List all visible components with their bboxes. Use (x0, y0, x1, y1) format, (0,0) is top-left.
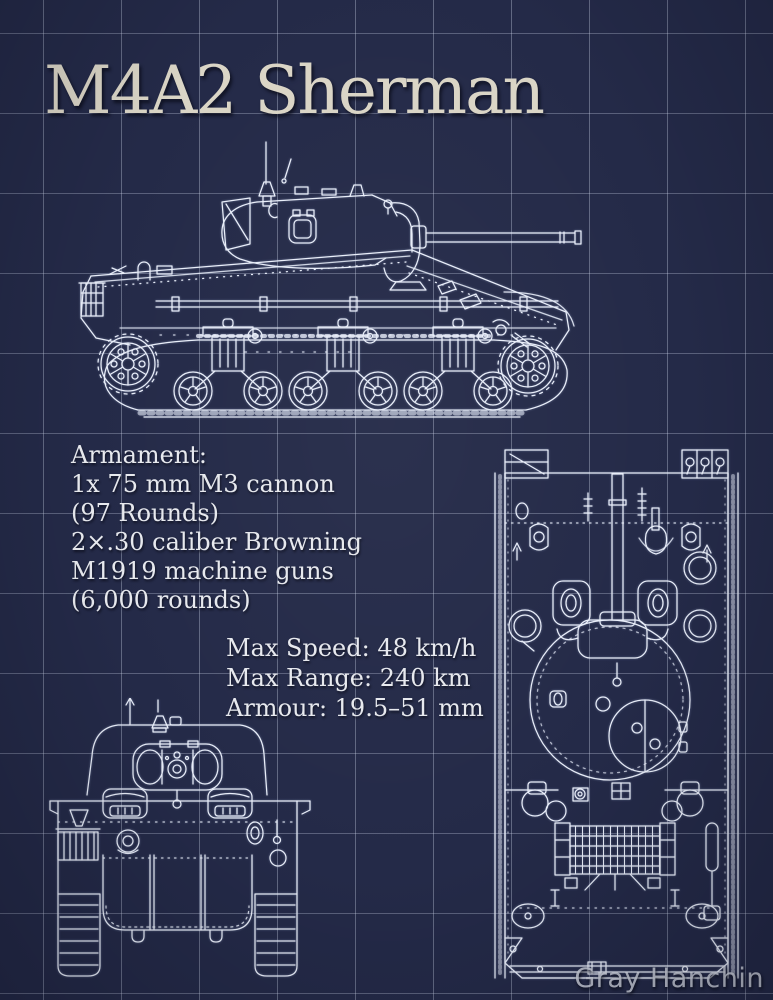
top-gun (583, 473, 647, 621)
front-view-ink (49, 698, 311, 977)
page-title: M4A2 Sherman (44, 52, 545, 129)
armament-line: M1919 machine guns (71, 557, 334, 585)
side-turret (221, 184, 398, 269)
performance-specs: Max Speed: 48 km/h Max Range: 240 km Arm… (226, 633, 484, 723)
armament-line: (97 Rounds) (71, 499, 220, 527)
armament-line: (6,000 rounds) (71, 586, 251, 614)
artist-watermark: Gray Hanchin (574, 963, 764, 994)
armament-specs: Armament: 1x 75 mm M3 cannon (97 Rounds)… (71, 441, 362, 615)
side-view-drawing (78, 141, 582, 418)
side-gun-mantlet (383, 202, 582, 291)
performance-line: Armour: 19.5–51 mm (226, 694, 484, 722)
top-rear-deck (504, 889, 729, 979)
side-view-ink (78, 141, 582, 418)
front-hull (49, 788, 311, 895)
performance-line: Max Speed: 48 km/h (226, 634, 477, 662)
front-view-drawing (49, 698, 311, 977)
performance-line: Max Range: 240 km (226, 664, 471, 692)
front-tracks (57, 893, 298, 977)
armament-line: 2×.30 caliber Browning (71, 528, 362, 556)
side-antenna (258, 141, 292, 207)
top-tracks (494, 472, 739, 979)
front-transmission (102, 854, 253, 943)
armament-line: Armament: (71, 441, 208, 469)
top-engine-deck (504, 781, 729, 921)
top-view-drawing (494, 449, 739, 979)
armament-line: 1x 75 mm M3 cannon (71, 470, 335, 498)
top-turret (529, 611, 691, 781)
front-antenna (125, 698, 169, 733)
side-running-gear (97, 318, 568, 418)
top-front-fittings (508, 502, 717, 652)
top-view-ink (494, 449, 739, 979)
front-turret (86, 716, 268, 809)
